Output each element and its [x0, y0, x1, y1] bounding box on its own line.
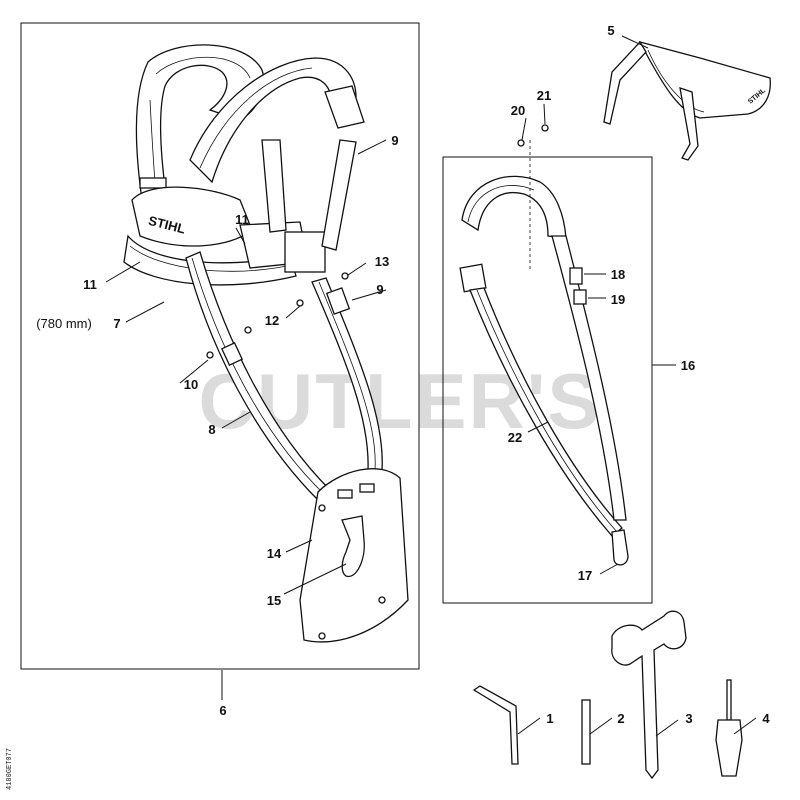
callout-19: 19 [611, 292, 625, 307]
callout-13: 13 [375, 254, 389, 269]
callout-numbers: 5 20 21 9 11 13 11 9 (780 mm) 7 12 10 8 … [36, 23, 770, 726]
callout-20: 20 [511, 103, 525, 118]
callout-6: 6 [219, 703, 226, 718]
callout-3: 3 [685, 711, 692, 726]
leader-lines [105, 35, 757, 737]
full-harness: STIHL [123, 44, 409, 643]
callout-22: 22 [508, 430, 522, 445]
callout-18: 18 [611, 267, 625, 282]
callout-12: 12 [265, 313, 279, 328]
callout-8: 8 [208, 422, 215, 437]
callout-11-left: 11 [83, 277, 97, 292]
hex-key-large [472, 685, 519, 765]
callout-4: 4 [762, 711, 770, 726]
callout-9-lower: 9 [376, 282, 383, 297]
callout-2: 2 [617, 711, 624, 726]
callout-10: 10 [184, 377, 198, 392]
callout-14: 14 [267, 546, 282, 561]
callout-7: 7 [113, 316, 120, 331]
combination-wrench [611, 610, 687, 780]
illustration-code: 4180GET077 [6, 748, 14, 790]
waist-belt [123, 234, 297, 286]
callout-16: 16 [681, 358, 695, 373]
callout-11-right: 11 [235, 212, 249, 227]
shoulder-strap-group-frame [442, 156, 653, 604]
rear-shoulder-pad [135, 44, 265, 201]
callout-1: 1 [546, 711, 553, 726]
carabiner-hook [341, 515, 365, 578]
safety-glasses: STIHL [603, 40, 771, 161]
hex-key-small [581, 699, 591, 765]
harness-group-frame [20, 22, 420, 670]
shoulder-strap [459, 124, 629, 566]
callout-5: 5 [607, 23, 614, 38]
callout-9-upper: 9 [391, 133, 398, 148]
callout-15: 15 [267, 593, 281, 608]
screwdriver [715, 679, 743, 777]
callout-17: 17 [578, 568, 592, 583]
dimension-label: (780 mm) [36, 316, 92, 331]
callout-21: 21 [537, 88, 551, 103]
